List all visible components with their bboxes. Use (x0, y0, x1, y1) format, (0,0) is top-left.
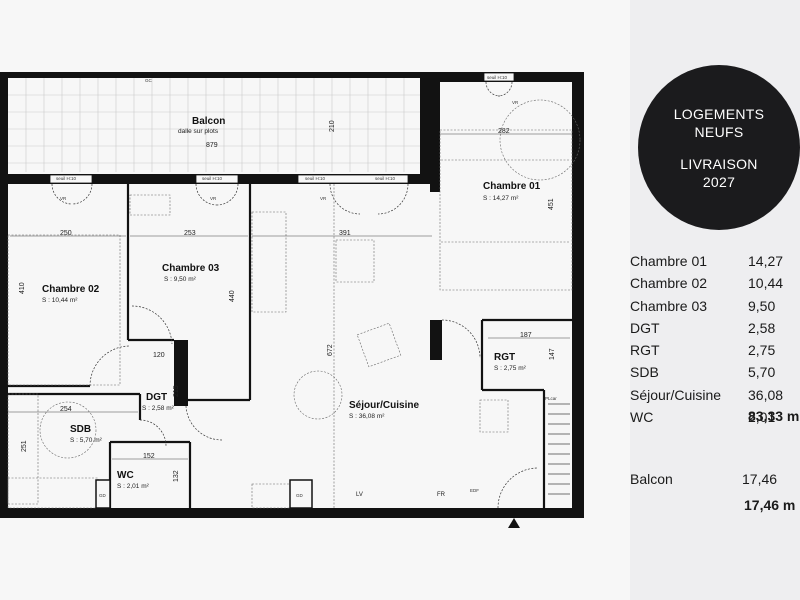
dim-ch01-depth: 451 (548, 198, 555, 210)
area-value: 36,08 (748, 386, 784, 403)
dim-sejour-depth: 672 (327, 344, 334, 356)
delivery-badge: LOGEMENTS NEUFS LIVRAISON 2027 (638, 65, 800, 230)
room-area-rgt: S : 2,75 m² (494, 365, 527, 372)
dim-ch02-width: 250 (60, 230, 72, 237)
area-value: 14,27 (748, 253, 784, 269)
window-label: seuil H:10 (56, 176, 77, 181)
dim-sdb-width: 254 (60, 406, 72, 413)
room-area-dgt: S : 2,58 m² (142, 405, 175, 412)
room-title-wc: WC (117, 470, 134, 481)
room-title-chambre-01: Chambre 01 (483, 181, 541, 192)
area-total: 83,33 m (748, 408, 800, 424)
dim-ch03-width: 253 (184, 230, 196, 237)
badge-line-livraison: LIVRAISON (680, 155, 758, 172)
room-area-sejour: S : 36,08 m² (349, 413, 385, 420)
dim-rgt-depth: 147 (549, 348, 556, 360)
fixture-edf: EDF (470, 488, 479, 493)
room-title-chambre-02: Chambre 02 (42, 284, 100, 295)
left-wall-upper (0, 72, 8, 184)
balcon-total: 17,46 m (744, 497, 796, 513)
windows (49, 72, 515, 184)
area-value: 2,58 (748, 319, 776, 336)
room-area-chambre-03: S : 9,50 m² (164, 276, 197, 283)
gd-boxes: GD GD (95, 479, 313, 509)
vr-label: VR (210, 196, 217, 201)
dim-sdb-depth: 251 (21, 440, 28, 452)
badge-line-year: 2027 (702, 173, 736, 190)
room-title-sejour: Séjour/Cuisine (349, 400, 419, 411)
area-value: 2,01 (748, 409, 776, 426)
fixture-lv: LV (356, 492, 363, 498)
balcon-value: 17,46 (742, 471, 778, 487)
area-value: 2,75 (748, 342, 776, 359)
dim-wc-depth: 132 (173, 470, 180, 482)
area-name: SDB (630, 364, 659, 381)
area-name: WC (630, 409, 654, 426)
bottom-wall (0, 508, 584, 518)
area-value: 9,50 (748, 297, 776, 314)
vr-label: VR (512, 100, 519, 105)
dim-ch03-depth: 440 (229, 290, 236, 302)
pillar-dgt (174, 340, 188, 406)
room-title-dgt: DGT (146, 392, 167, 403)
door-swings (51, 81, 539, 509)
furniture (7, 99, 581, 509)
window-label: seuil H:10 (305, 176, 326, 181)
placard-hatch (548, 403, 570, 495)
entrance-arrow-icon (508, 518, 520, 528)
dim-sejour-width: 391 (339, 230, 351, 237)
balcon-name: Balcon (630, 471, 673, 487)
area-name: RGT (630, 342, 660, 359)
room-title-rgt: RGT (494, 352, 515, 363)
fixture-fr: FR (437, 492, 446, 498)
fixture-placard: PLcar (545, 396, 557, 401)
room-area-sdb: S : 5,70 m² (70, 437, 103, 444)
balcony-width-dim: 879 (206, 142, 218, 149)
balcony-tiles (8, 78, 420, 172)
dim-dgt-depth: 215 (173, 385, 180, 397)
gd-label: GD (296, 493, 304, 498)
area-value: 10,44 (748, 275, 784, 292)
balcony-depth-dim: 210 (329, 120, 336, 132)
vr-label: VR (60, 196, 67, 201)
badge-line-neufs: NEUFS (694, 123, 744, 140)
area-name: Chambre 01 (630, 253, 708, 269)
window-label: seuil H:10 (487, 75, 508, 80)
area-name: DGT (630, 319, 660, 336)
balcon-row: Balcon 17,46 (630, 471, 777, 487)
window-label: seuil H:10 (202, 176, 223, 181)
area-name: Chambre 02 (630, 275, 708, 292)
dim-dgt-width: 120 (153, 352, 165, 359)
room-title-chambre-03: Chambre 03 (162, 263, 220, 274)
balcony-right-wall (420, 72, 430, 184)
room-area-chambre-01: S : 14,27 m² (483, 195, 519, 202)
dim-wc-width: 152 (143, 453, 155, 460)
chambre01-left-wall (430, 72, 440, 192)
gd-label: GD (99, 493, 107, 498)
room-title-sdb: SDB (70, 424, 91, 435)
room-area-wc: S : 2,01 m² (117, 483, 150, 490)
right-outer-wall (572, 72, 584, 516)
vr-label: VR (320, 196, 327, 201)
balcony-title: Balcon (192, 116, 225, 127)
vr-labels: VR VR VR VR (60, 100, 519, 201)
balcony-note: dalle sur plots (178, 128, 219, 135)
balcony-top-rail (0, 72, 426, 78)
badge-line-logements: LOGEMENTS (673, 105, 765, 122)
area-name: Chambre 03 (630, 297, 708, 314)
floor-plan: seuil H:10 seuil H:10 seuil H:10 seuil H… (0, 72, 584, 528)
balcony-corner-label: GC (145, 78, 153, 83)
window-label: seuil H:10 (375, 176, 396, 181)
dim-rgt-width: 187 (520, 332, 532, 339)
dim-ch01-width: 282 (498, 128, 510, 135)
partitions (8, 184, 572, 508)
left-wall-lower (0, 184, 8, 510)
area-name: Séjour/Cuisine (630, 386, 722, 403)
pillar-sejour (430, 320, 442, 360)
dim-ch02-depth: 410 (19, 282, 26, 294)
dimension-lines (8, 133, 572, 460)
area-value: 5,70 (748, 364, 776, 381)
room-area-chambre-02: S : 10,44 m² (42, 297, 78, 304)
